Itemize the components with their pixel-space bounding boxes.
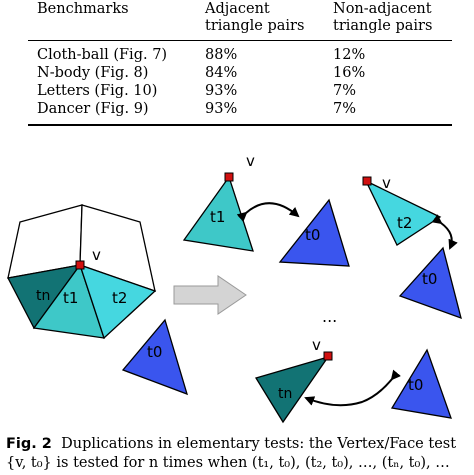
row-nonadjacent: 7% xyxy=(333,101,357,117)
triangle-t0 xyxy=(121,318,188,396)
row-benchmark: Cloth-ball (Fig. 7) xyxy=(37,47,168,63)
vertex-v-label: v xyxy=(246,152,255,170)
tn-label: tn xyxy=(36,288,50,304)
header-adjacent-line2: triangle pairs xyxy=(205,18,305,34)
tn-label: tn xyxy=(278,386,292,402)
row-nonadjacent: 12% xyxy=(333,47,366,63)
row-benchmark: N-body (Fig. 8) xyxy=(37,65,149,81)
pair-arrow-icon xyxy=(304,369,401,407)
ellipsis-label: ... xyxy=(322,307,337,326)
pair-arrow-icon xyxy=(236,202,300,223)
vertex-v-label: v xyxy=(312,336,321,354)
pair-arrow-icon xyxy=(431,214,458,250)
bottom-rule xyxy=(28,124,452,126)
row-adjacent: 84% xyxy=(205,65,238,81)
row-adjacent: 93% xyxy=(205,101,238,117)
figure-caption: Fig. 2 Duplications in elementary tests:… xyxy=(6,435,472,473)
t0-label: t0 xyxy=(305,226,320,244)
vertex-v-marker xyxy=(362,176,372,186)
header-adjacent-line1: Adjacent xyxy=(205,1,270,17)
header-benchmarks: Benchmarks xyxy=(37,1,129,17)
row-adjacent: 93% xyxy=(205,83,238,99)
row-nonadjacent: 16% xyxy=(333,65,366,81)
header-nonadjacent-line1: Non-adjacent xyxy=(333,1,432,17)
header-nonadjacent-line2: triangle pairs xyxy=(333,18,433,34)
triangle-t0 xyxy=(390,348,452,419)
row-benchmark: Dancer (Fig. 9) xyxy=(37,101,149,117)
header-rule xyxy=(28,40,452,41)
caption-text-1: Duplications in elementary tests: the Ve… xyxy=(61,436,457,452)
triangle-t0 xyxy=(398,246,462,320)
t2-label: t2 xyxy=(112,289,127,307)
t0-label: t0 xyxy=(147,343,162,361)
triangle-t0 xyxy=(278,198,350,267)
t0-label: t0 xyxy=(422,270,437,288)
vertex-v-marker xyxy=(323,351,333,361)
caption-label: Fig. 2 xyxy=(6,436,52,452)
vertex-v-marker xyxy=(75,260,85,270)
t2-label: t2 xyxy=(397,214,412,232)
caption-line-1: Fig. 2 Duplications in elementary tests:… xyxy=(6,435,472,454)
caption-text-2: {v, t₀} is tested for n times when (t₁, … xyxy=(6,455,450,471)
triangle-t2 xyxy=(364,179,442,246)
row-nonadjacent: 7% xyxy=(333,83,357,99)
transition-arrow-icon xyxy=(173,275,247,315)
t1-label: t1 xyxy=(63,289,78,307)
t0-label: t0 xyxy=(408,376,423,394)
vertex-v-label: v xyxy=(382,174,391,192)
t1-label: t1 xyxy=(210,208,225,226)
duplication-diagram: v tn t1 t2 t0 v t1 t0 v t2 t0 ... v tn t… xyxy=(7,152,462,424)
row-benchmark: Letters (Fig. 10) xyxy=(37,83,158,99)
vertex-v-marker xyxy=(224,172,234,182)
row-adjacent: 88% xyxy=(205,47,238,63)
vertex-v-label: v xyxy=(92,246,101,264)
mesh-fan: v tn t1 t2 xyxy=(7,204,157,340)
mesh-face-t2 xyxy=(78,263,157,340)
